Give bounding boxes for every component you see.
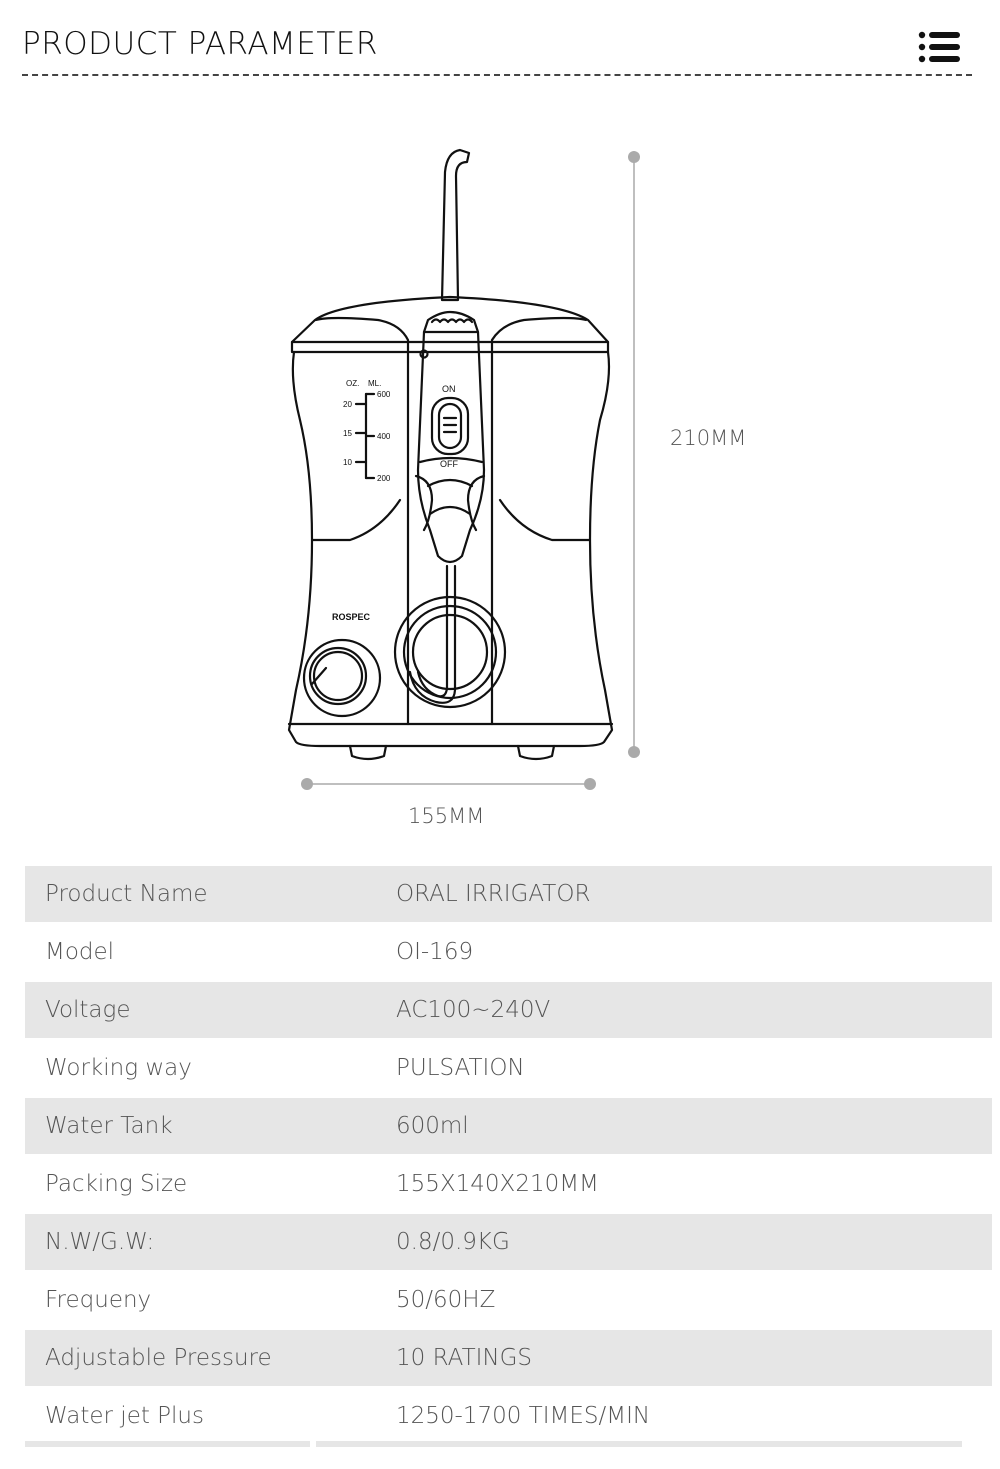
page-title: PRODUCT PARAMETER <box>22 26 378 62</box>
spec-label: Water Tank <box>25 1098 330 1154</box>
table-row: Working way PULSATION <box>25 1040 962 1098</box>
scale-ml-600: 600 <box>377 390 391 399</box>
spec-label: Adjustable Pressure <box>25 1330 330 1386</box>
table-row: Water Tank 600ml <box>25 1098 992 1156</box>
scale-units-oz: OZ. <box>346 379 359 388</box>
spec-value: ORAL IRRIGATOR <box>316 866 992 922</box>
brand-logo-text: ROSPEC <box>332 612 371 622</box>
spec-label: Model <box>45 939 115 965</box>
page-header: PRODUCT PARAMETER <box>0 0 1000 90</box>
spec-value: PULSATION <box>396 1055 525 1081</box>
table-row: Frequeny 50/60HZ <box>25 1272 962 1330</box>
scale-ml-400: 400 <box>377 432 391 441</box>
spec-value: AC100~240V <box>316 982 992 1038</box>
table-bottom-strip <box>25 1441 962 1447</box>
spec-value: 0.8/0.9KG <box>316 1214 992 1270</box>
table-row: Water jet Plus 1250-1700 TIMES/MIN <box>25 1388 962 1446</box>
table-bottom-strip-right <box>316 1441 962 1447</box>
table-row: N.W/G.W: 0.8/0.9KG <box>25 1214 992 1272</box>
list-menu-icon[interactable] <box>918 30 962 64</box>
switch-on-label: ON <box>442 384 456 394</box>
oral-irrigator-illustration: OZ. ML. 20 15 10 600 400 200 ON OFF ROSP… <box>287 148 640 790</box>
spec-label: Water jet Plus <box>45 1403 204 1429</box>
spec-label: Working way <box>45 1055 192 1081</box>
table-row: Packing Size 155X140X210MM <box>25 1156 962 1214</box>
spec-value: 50/60HZ <box>396 1287 496 1313</box>
spec-value: 600ml <box>316 1098 992 1154</box>
scale-units-ml: ML. <box>368 379 381 388</box>
height-dimension-label: 210MM <box>670 426 747 450</box>
table-row: Voltage AC100~240V <box>25 982 992 1040</box>
table-row: Product Name ORAL IRRIGATOR <box>25 866 992 924</box>
header-divider <box>22 74 972 76</box>
table-row: Adjustable Pressure 10 RATINGS <box>25 1330 992 1388</box>
spec-label: Frequeny <box>45 1287 152 1313</box>
spec-table: Product Name ORAL IRRIGATOR Model OI-169… <box>25 866 992 1446</box>
spec-value: 155X140X210MM <box>396 1171 599 1197</box>
table-row: Model OI-169 <box>25 924 962 982</box>
scale-oz-20: 20 <box>343 400 352 409</box>
scale-ml-200: 200 <box>377 474 391 483</box>
spec-label: Packing Size <box>45 1171 188 1197</box>
spec-label: Product Name <box>25 866 330 922</box>
scale-oz-15: 15 <box>343 429 352 438</box>
spec-label: Voltage <box>25 982 330 1038</box>
product-dimension-drawing: OZ. ML. 20 15 10 600 400 200 ON OFF ROSP… <box>0 100 1000 840</box>
width-dimension-label: 155MM <box>408 804 485 828</box>
switch-off-label: OFF <box>440 459 458 469</box>
spec-value: OI-169 <box>396 939 474 965</box>
spec-value: 10 RATINGS <box>316 1330 992 1386</box>
scale-oz-10: 10 <box>343 458 352 467</box>
spec-label: N.W/G.W: <box>25 1214 330 1270</box>
table-bottom-strip-left <box>25 1441 310 1447</box>
spec-value: 1250-1700 TIMES/MIN <box>396 1403 651 1429</box>
